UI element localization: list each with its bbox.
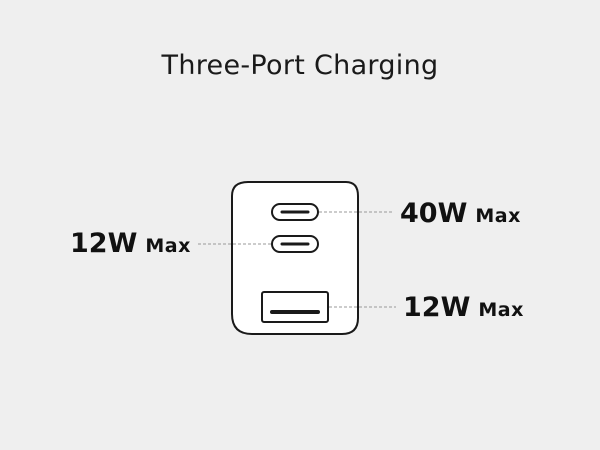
port-1-wattage: 40W — [400, 198, 468, 229]
port-2-max: Max — [145, 235, 191, 257]
port-3-wattage: 12W — [403, 292, 471, 323]
port-2-wattage: 12W — [70, 228, 138, 259]
port-3-label: 12W Max — [403, 294, 524, 321]
port-1-label: 40W Max — [400, 200, 521, 227]
diagram-title: Three-Port Charging — [161, 50, 439, 81]
port-2-label: 12W Max — [70, 230, 191, 257]
port-3-max: Max — [478, 299, 524, 321]
usb-a-port-icon — [261, 291, 329, 323]
port-1-max: Max — [475, 205, 521, 227]
